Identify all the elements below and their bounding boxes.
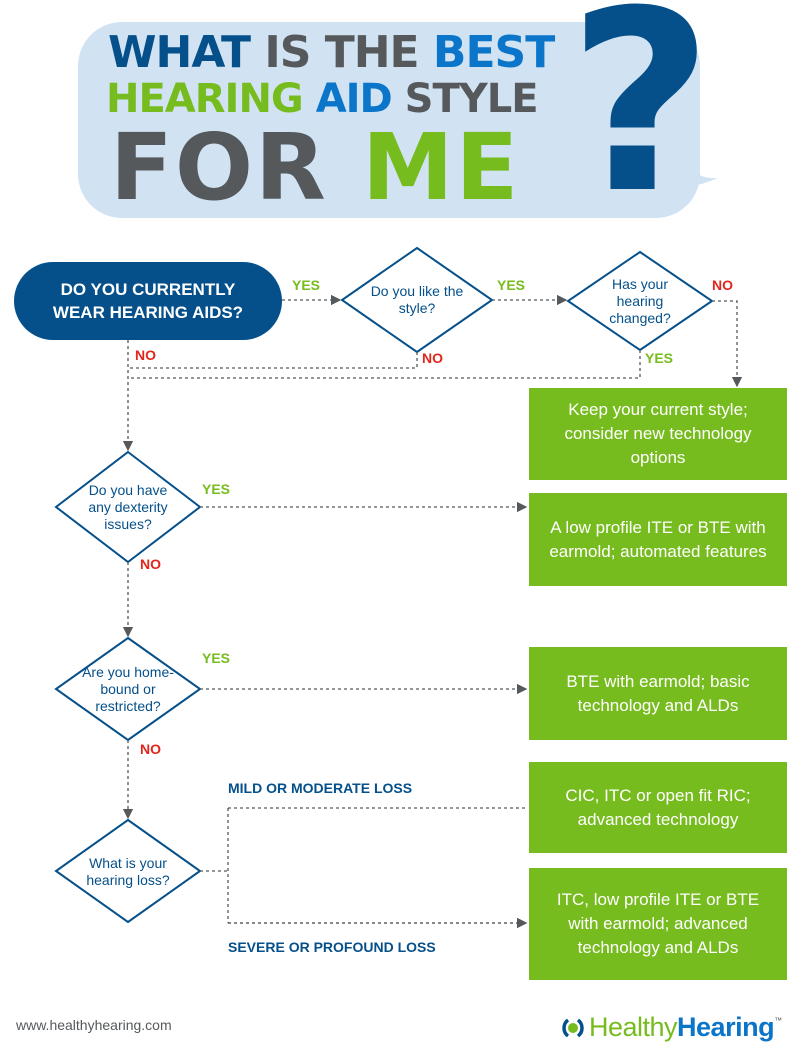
outcome-cic-itc: CIC, ITC or open fit RIC; advanced techn…: [529, 762, 787, 853]
severe-loss-label: SEVERE OR PROFOUND LOSS: [228, 939, 436, 955]
title-line-3: FOR ME: [110, 114, 521, 221]
sound-wave-icon: [562, 1018, 584, 1037]
decision-diamond-hearing-loss: [54, 818, 202, 924]
question-homebound: Are you home-bound or restricted?: [82, 663, 174, 714]
question-mark-icon: ?: [568, 0, 714, 248]
website-link[interactable]: www.healthyhearing.com: [16, 1017, 172, 1033]
no-label: NO: [422, 350, 443, 366]
title-line-1: WHAT IS THE BEST: [108, 27, 555, 78]
yes-label: YES: [645, 350, 674, 366]
yes-label: YES: [202, 481, 231, 497]
no-label: NO: [712, 277, 733, 293]
title-speech-bubble: [78, 22, 700, 218]
no-label: NO: [140, 556, 161, 572]
outcome-keep-style: Keep your current style; consider new te…: [529, 388, 787, 480]
no-label: NO: [135, 347, 156, 363]
title-line-2: HEARING AID STYLE: [106, 76, 539, 122]
yes-label: YES: [497, 277, 526, 293]
yes-label: YES: [202, 650, 231, 666]
no-label: NO: [140, 741, 161, 757]
start-question-wear-hearing-aids: DO YOU CURRENTLY WEAR HEARING AIDS?: [14, 262, 282, 340]
question-hearing-loss: What is your hearing loss?: [86, 855, 170, 888]
outcome-itc-advanced: ITC, low profile ITE or BTE with earmold…: [529, 868, 787, 980]
question-like-style: Do you like the style?: [370, 283, 464, 316]
outcome-low-profile: A low profile ITE or BTE with earmold; a…: [529, 493, 787, 586]
speech-bubble-tail: [650, 150, 718, 190]
mild-loss-label: MILD OR MODERATE LOSS: [228, 780, 413, 796]
yes-label: YES: [292, 277, 321, 293]
question-dexterity: Do you have any dexterity issues?: [88, 481, 168, 532]
question-hearing-changed: Has your hearing changed?: [609, 275, 671, 326]
outcome-bte-basic: BTE with earmold; basic technology and A…: [529, 647, 787, 740]
